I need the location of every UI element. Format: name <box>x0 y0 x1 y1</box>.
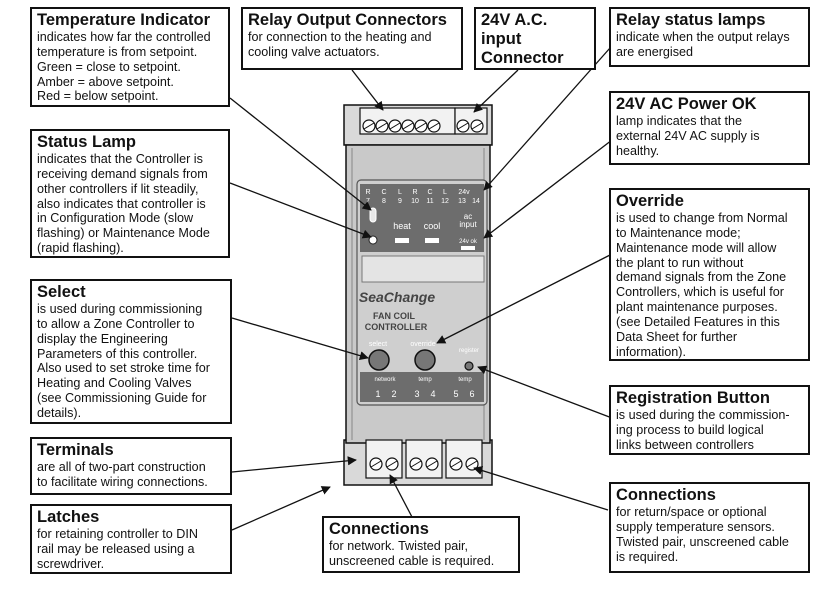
callout-relay-status: Relay status lamps indicate when the out… <box>609 7 810 67</box>
callout-relay-output: Relay Output Connectors for connection t… <box>241 7 463 70</box>
callout-desc: is used during the commission- ing proce… <box>616 407 790 452</box>
callout-ac-input: 24V A.C. input Connector <box>474 7 596 70</box>
cool-relay-lamp <box>425 238 439 243</box>
model-line-2: CONTROLLER <box>365 322 428 332</box>
terminal-number-7-w: 7 <box>366 198 370 205</box>
callout-desc: for network. Twisted pair, unscreened ca… <box>329 538 495 568</box>
terminal-number-12-w: 12 <box>441 198 449 205</box>
cool-label: cool <box>424 221 441 231</box>
callout-desc: are all of two-part construction to faci… <box>37 459 208 489</box>
callout-desc: for connection to the heating and coolin… <box>248 29 432 59</box>
registration-button <box>464 361 474 371</box>
callout-connections-network: Connections for network. Twisted pair, u… <box>322 516 520 573</box>
callout-desc: for return/space or optional supply temp… <box>616 504 789 564</box>
terminal-letter-l2-w: L <box>443 189 447 196</box>
bottom-terminal-number-2: 2 <box>391 389 396 399</box>
network-label: network <box>374 377 396 383</box>
callout-title: Relay Output Connectors <box>248 11 447 29</box>
temp2-label: temp <box>458 377 472 383</box>
leader-lines <box>229 47 613 531</box>
callout-temperature-indicator: Temperature Indicator indicates how far … <box>30 7 230 107</box>
callout-title: Connections <box>329 520 429 538</box>
callout-registration: Registration Button is used during the c… <box>609 385 810 455</box>
callout-title: Status Lamp <box>37 133 137 151</box>
callout-desc: lamp indicates that the external 24V AC … <box>616 113 760 158</box>
bottom-terminal-screws <box>369 457 479 471</box>
callout-desc: is used to change from Normal to Mainten… <box>616 210 788 359</box>
callout-title: 24V A.C. input Connector <box>481 11 564 67</box>
display-window <box>361 255 485 283</box>
temperature-indicator-lamp <box>369 207 377 223</box>
callout-desc: is used during commissioning to allow a … <box>37 301 210 420</box>
terminal-letter-c2-w: C <box>427 189 432 196</box>
callout-title: 24V AC Power OK <box>616 95 757 113</box>
bottom-terminal-number-4: 4 <box>430 389 435 399</box>
callout-title: Select <box>37 283 86 301</box>
callout-desc: for retaining controller to DIN rail may… <box>37 526 198 571</box>
callout-desc: indicates that the Controller is receivi… <box>37 151 210 256</box>
callout-ac-power-ok: 24V AC Power OK lamp indicates that the … <box>609 91 810 165</box>
terminal-letter-l1-w: L <box>398 189 402 196</box>
bottom-terminal-number-6: 6 <box>469 389 474 399</box>
terminal-number-9-w: 9 <box>398 198 402 205</box>
brand-name: SeaChange <box>359 289 435 305</box>
heat-relay-lamp <box>395 238 409 243</box>
temp-label: temp <box>418 377 432 383</box>
terminal-letter-c1-w: C <box>381 189 386 196</box>
24v-ok-label: 24v ok <box>459 239 478 245</box>
callout-desc: indicates how far the controlled tempera… <box>37 29 211 104</box>
override-label: override <box>410 341 435 348</box>
heat-label: heat <box>393 221 411 231</box>
top-terminal-screws <box>362 119 484 133</box>
callout-connections-sensors: Connections for return/space or optional… <box>609 482 810 573</box>
bottom-terminal-number-3: 3 <box>414 389 419 399</box>
callout-override: Override is used to change from Normal t… <box>609 188 810 361</box>
callout-select: Select is used during commissioning to a… <box>30 279 232 424</box>
model-line-1: FAN COIL <box>373 311 416 321</box>
terminal-number-11-w: 11 <box>426 198 433 205</box>
callout-latches: Latches for retaining controller to DIN … <box>30 504 232 574</box>
callout-status-lamp: Status Lamp indicates that the Controlle… <box>30 129 230 258</box>
select-button <box>368 349 390 371</box>
register-label: register <box>459 348 479 354</box>
callout-title: Override <box>616 192 684 210</box>
bottom-terminal-number-1: 1 <box>375 389 380 399</box>
terminal-number-13-w: 13 <box>458 198 466 205</box>
callout-desc: indicate when the output relays are ener… <box>616 29 790 59</box>
terminal-number-8-w: 8 <box>382 198 386 205</box>
terminal-letter-r1-w: R <box>365 189 370 196</box>
callout-title: Relay status lamps <box>616 11 766 29</box>
callout-title: Registration Button <box>616 389 770 407</box>
override-button <box>414 349 436 371</box>
callout-title: Connections <box>616 486 716 504</box>
bottom-terminal-number-5: 5 <box>453 389 458 399</box>
select-label: select <box>369 341 387 348</box>
terminal-number-10-w: 10 <box>411 198 419 205</box>
terminal-letter-r2-w: R <box>412 189 417 196</box>
callout-title: Terminals <box>37 441 114 459</box>
terminal-number-14-w: 14 <box>472 198 480 205</box>
callout-title: Latches <box>37 508 100 526</box>
power-ok-lamp <box>461 246 475 250</box>
callout-title: Temperature Indicator <box>37 11 210 29</box>
terminal-letter-24v-w: 24v <box>458 189 470 196</box>
callout-terminals: Terminals are all of two-part constructi… <box>30 437 232 495</box>
